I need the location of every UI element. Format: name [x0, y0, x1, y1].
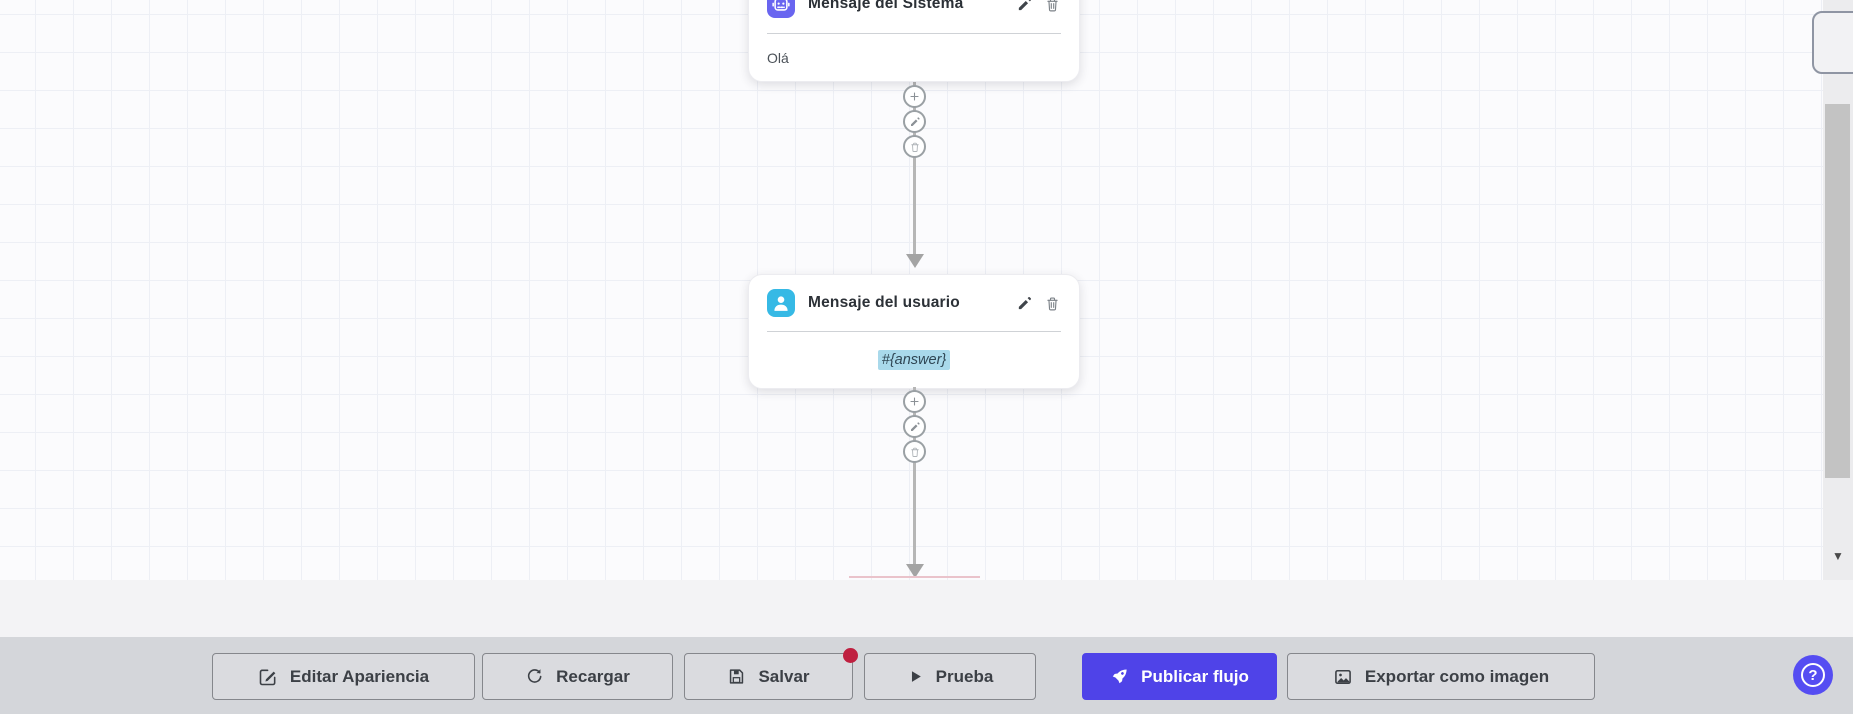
next-node-edge [849, 576, 980, 578]
canvas-footer-strip [0, 580, 1853, 637]
add-node-button[interactable] [903, 390, 926, 413]
trash-icon [1047, 297, 1058, 310]
button-label: Recargar [556, 666, 630, 686]
node-title: Mensaje del usuario [808, 294, 960, 311]
image-icon [1335, 669, 1351, 684]
floppy-icon [730, 669, 744, 684]
pencil-icon [1018, 0, 1031, 10]
edit-connection-button[interactable] [903, 110, 926, 133]
pencil-square-icon [259, 669, 276, 685]
unsaved-changes-badge [843, 648, 858, 663]
node-divider [767, 331, 1061, 332]
node-body: Olá [749, 34, 1079, 81]
connector-line [913, 387, 916, 566]
trash-icon [910, 142, 919, 152]
edit-connection-button[interactable] [903, 415, 926, 438]
test-button[interactable]: Prueba [864, 653, 1036, 700]
node-divider [767, 33, 1061, 34]
help-button[interactable]: ? [1793, 655, 1833, 695]
connector-arrowhead [906, 254, 924, 268]
pencil-icon [910, 421, 920, 431]
export-image-button[interactable]: Exportar como imagen [1287, 653, 1595, 700]
minimap-box[interactable] [1812, 11, 1853, 74]
node-actions [1016, 0, 1061, 13]
node-header: Mensaje del usuario [749, 275, 1079, 331]
play-icon [911, 671, 921, 682]
button-label: Exportar como imagen [1364, 666, 1550, 686]
scroll-down-arrow[interactable]: ▼ [1832, 549, 1844, 563]
node-header: Mensaje del Sistema [749, 0, 1079, 33]
user-icon [767, 289, 795, 317]
delete-connection-button[interactable] [903, 135, 926, 158]
rocket-icon [1112, 669, 1127, 684]
node-system-message[interactable]: Mensaje del Sistema [748, 0, 1080, 82]
edit-node-button[interactable] [1016, 0, 1033, 13]
node-title: Mensaje del Sistema [808, 0, 964, 12]
button-label: Prueba [935, 666, 994, 686]
delete-node-button[interactable] [1044, 295, 1061, 312]
connector-line [913, 80, 916, 256]
delete-connection-button[interactable] [903, 440, 926, 463]
robot-icon [767, 0, 795, 18]
button-label: Salvar [758, 666, 810, 686]
plus-icon [910, 397, 919, 406]
vertical-scrollbar[interactable]: ▼ [1823, 0, 1853, 580]
node-body: #{answer} [749, 332, 1079, 388]
edit-node-button[interactable] [1016, 295, 1033, 312]
trash-icon [910, 447, 919, 457]
node-content-variable: #{answer} [877, 350, 951, 370]
question-mark-icon: ? [1801, 663, 1825, 687]
node-content: Olá [767, 49, 789, 66]
trash-icon [1047, 0, 1058, 11]
node-actions [1016, 295, 1061, 312]
node-user-message[interactable]: Mensaje del usuario [748, 274, 1080, 389]
reload-button[interactable]: Recargar [482, 653, 673, 700]
publish-flow-button[interactable]: Publicar flujo [1082, 653, 1277, 700]
add-node-button[interactable] [903, 85, 926, 108]
bottom-toolbar: Editar Apariencia Recargar Salvar Prueba [0, 637, 1853, 714]
save-button[interactable]: Salvar [684, 648, 858, 700]
pencil-icon [910, 116, 920, 126]
button-label: Publicar flujo [1141, 666, 1249, 686]
button-label: Editar Apariencia [289, 666, 430, 686]
delete-node-button[interactable] [1044, 0, 1061, 13]
pencil-icon [1018, 296, 1031, 309]
refresh-icon [528, 669, 542, 683]
flow-canvas[interactable]: Mensaje del Sistema [0, 0, 1823, 580]
connector-arrowhead [906, 564, 924, 578]
scrollbar-thumb[interactable] [1825, 104, 1850, 478]
plus-icon [910, 92, 919, 101]
edit-appearance-button[interactable]: Editar Apariencia [212, 653, 475, 700]
